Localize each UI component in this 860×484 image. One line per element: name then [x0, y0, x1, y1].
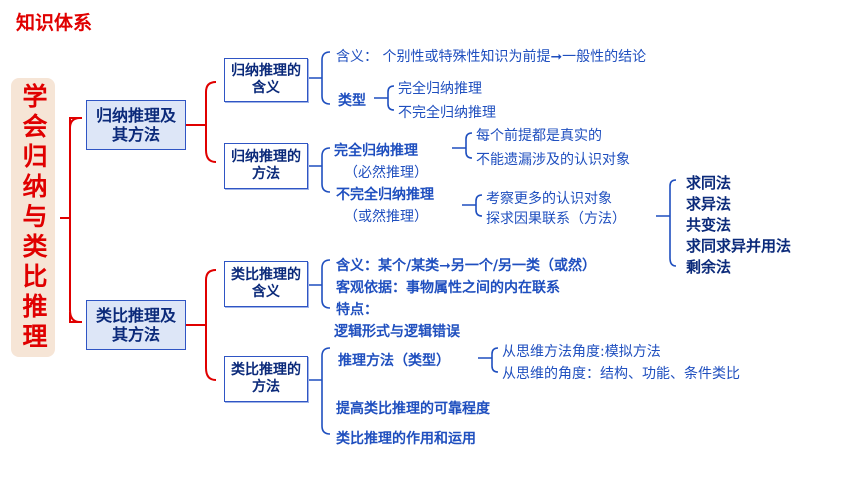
- incomplete-induction: 不完全归纳推理: [336, 187, 434, 203]
- induction-type-incomplete: 不完全归纳推理: [398, 105, 496, 121]
- induction-node: 归纳推理及其方法: [86, 100, 186, 150]
- analogy-logic: 逻辑形式与逻辑错误: [334, 324, 460, 340]
- induction-type-complete: 完全归纳推理: [398, 81, 482, 97]
- analogy-types-label: 推理方法（类型）: [338, 353, 450, 369]
- induction-meaning-label: 归纳推理的含义: [231, 63, 301, 96]
- method-joint: 求同求异并用法: [686, 237, 792, 255]
- analogy-method-node: 类比推理的方法: [224, 356, 308, 402]
- method-agreement: 求同法: [686, 174, 732, 192]
- incomplete-induction-note: （或然推理）: [344, 209, 428, 225]
- root-label: 学会归纳与类比推理: [19, 82, 48, 353]
- induction-definition: 含义： 个别性或特殊性知识为前提➞一般性的结论: [336, 49, 647, 65]
- method-difference: 求异法: [686, 195, 732, 213]
- root-node: 学会归纳与类比推理: [11, 78, 55, 357]
- ana-meaning-bracket: [308, 259, 331, 309]
- ana-method-bracket: [308, 347, 331, 435]
- analogy-meaning-node: 类比推理的含义: [224, 261, 308, 307]
- analogy-angle-2: 从思维的角度：结构、功能、条件类比: [502, 366, 740, 382]
- analogy-label: 类比推理及其方法: [96, 305, 177, 344]
- analogy-definition: 含义：某个/某类➞另一个/另一类（或然）: [336, 258, 596, 274]
- analogy-improve: 提高类比推理的可靠程度: [336, 401, 490, 417]
- induction-method-label: 归纳推理的方法: [231, 149, 301, 182]
- analogy-angle-1: 从思维方法角度:模拟方法: [502, 344, 661, 360]
- analogy-meaning-label: 类比推理的含义: [231, 267, 301, 300]
- induction-method-node: 归纳推理的方法: [224, 143, 308, 189]
- analogy-role: 类比推理的作用和运用: [336, 431, 476, 447]
- incomplete-point-2: 探求因果联系（方法）: [486, 211, 626, 227]
- analogy-method-label: 类比推理的方法: [231, 362, 301, 395]
- induction-meaning-node: 归纳推理的含义: [224, 58, 308, 102]
- ind-method-bracket: [308, 147, 331, 193]
- root-bracket: [60, 117, 81, 323]
- analogy-bracket: [186, 269, 217, 381]
- analogy-node: 类比推理及其方法: [86, 300, 186, 350]
- complete-point-1: 每个前提都是真实的: [476, 128, 602, 144]
- incomplete-point-1: 考察更多的认识对象: [486, 191, 612, 207]
- complete-induction-note: （必然推理）: [344, 165, 428, 181]
- complete-point-2: 不能遗漏涉及的认识对象: [476, 152, 630, 168]
- analogy-features: 特点：: [336, 302, 378, 318]
- method-concomitant: 共变法: [686, 216, 732, 234]
- method-residues: 剩余法: [686, 258, 732, 276]
- induction-bracket: [186, 81, 217, 163]
- ind-meaning-bracket: [308, 51, 331, 105]
- page-title: 知识体系: [16, 12, 93, 34]
- induction-types-label: 类型: [338, 93, 366, 109]
- complete-induction: 完全归纳推理: [334, 143, 418, 159]
- analogy-basis: 客观依据：事物属性之间的内在联系: [336, 280, 560, 296]
- induction-label: 归纳推理及其方法: [96, 105, 177, 144]
